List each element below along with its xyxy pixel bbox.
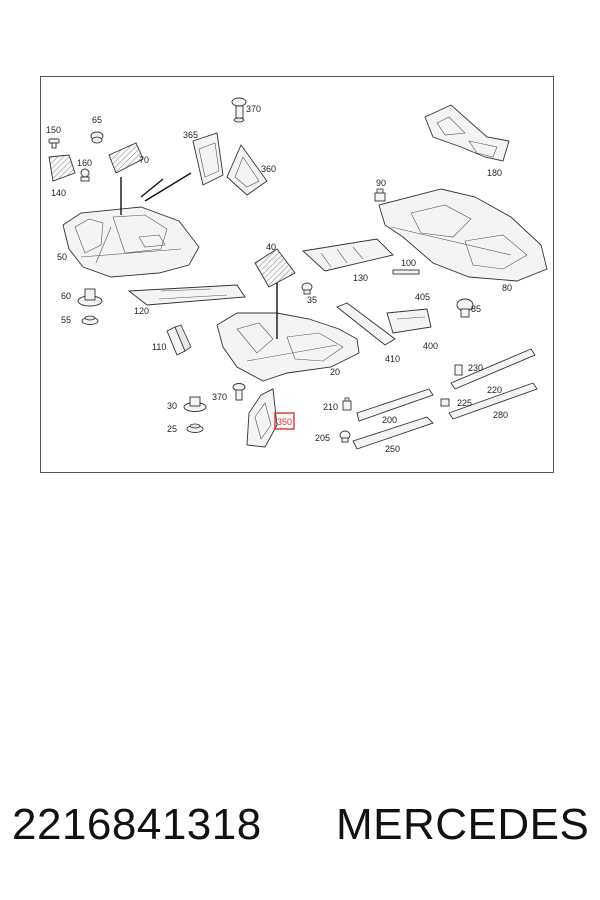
- part-80-rear-floor: [378, 188, 548, 282]
- callout-label: 365: [183, 130, 198, 140]
- leader-line: [140, 178, 164, 198]
- part-220-strip: [450, 348, 536, 390]
- callout-label: 220: [487, 385, 502, 395]
- callout-label: 205: [315, 433, 330, 443]
- callout-label: 200: [382, 415, 397, 425]
- callout-label: 20: [330, 367, 340, 377]
- callout-label: 65: [92, 115, 102, 125]
- leader-line: [144, 172, 192, 202]
- callout-label: 30: [167, 401, 177, 411]
- callout-label: 160: [77, 158, 92, 168]
- part-150-clip: [48, 138, 60, 149]
- callout-label: 400: [423, 341, 438, 351]
- callout-label: 210: [323, 402, 338, 412]
- part-50-front-floor: [62, 206, 200, 278]
- callout-label: 280: [493, 410, 508, 420]
- part-370-pin-top: [231, 97, 247, 123]
- callout-label: 80: [502, 283, 512, 293]
- part-210-clip: [342, 397, 352, 411]
- callout-label: 405: [415, 292, 430, 302]
- callout-label: 110: [152, 342, 166, 352]
- parts-diagram: 150 65 160 70 140 50 370 365 360 40 130 …: [40, 76, 554, 473]
- callout-label: 250: [385, 444, 400, 454]
- parts-diagram-svg: 150 65 160 70 140 50 370 365 360 40 130 …: [46, 97, 548, 454]
- callout-label: 100: [401, 258, 416, 268]
- part-360-panel: [226, 144, 268, 196]
- part-400-bracket: [386, 308, 432, 334]
- part-30-button: [183, 396, 207, 412]
- part-365-panel: [192, 132, 224, 186]
- callout-label: 410: [385, 354, 400, 364]
- part-350-cover: [246, 388, 278, 448]
- highlight-box: [274, 412, 295, 430]
- part-250-strip: [352, 416, 434, 450]
- part-410-bar: [336, 302, 396, 346]
- part-85-plug: [456, 298, 474, 318]
- part-40-pad: [254, 248, 296, 288]
- part-110-block: [166, 324, 192, 356]
- callout-label: 130: [353, 273, 368, 283]
- callout-label: 225: [457, 398, 472, 408]
- callout-label: 370: [212, 392, 227, 402]
- part-100-strip: [392, 269, 420, 275]
- part-200-sill: [356, 388, 434, 422]
- part-35-clip: [301, 282, 313, 295]
- callout-label: 35: [307, 295, 317, 305]
- part-55-button: [81, 315, 99, 325]
- callout-label: 85: [471, 304, 481, 314]
- part-280-strip: [448, 382, 538, 420]
- part-160-clip: [80, 168, 90, 182]
- callout-label: 50: [57, 252, 67, 262]
- callout-label: 25: [167, 424, 177, 434]
- footer: 2216841318 MERCEDES: [0, 800, 600, 870]
- callout-label: 230: [468, 363, 483, 373]
- part-number: 2216841318: [12, 800, 262, 849]
- part-205-clip: [339, 430, 351, 443]
- callout-label-highlighted: 350: [277, 417, 292, 427]
- callout-label: 70: [139, 155, 149, 165]
- callout-label: 90: [376, 178, 386, 188]
- callout-label: 40: [266, 242, 276, 252]
- part-60-button: [77, 288, 103, 307]
- part-230-clip: [454, 364, 463, 376]
- part-25-button: [186, 423, 204, 433]
- part-120-trim: [127, 284, 246, 306]
- brand-name: MERCEDES: [336, 800, 590, 849]
- part-370-pin-bottom: [232, 383, 246, 401]
- part-180-panel: [424, 104, 510, 162]
- callout-label: 370: [246, 104, 261, 114]
- part-130-panel: [302, 238, 394, 272]
- callout-label: 60: [61, 291, 71, 301]
- part-225-clip: [440, 398, 450, 407]
- part-90-clip: [374, 188, 386, 202]
- callout-label: 55: [61, 315, 71, 325]
- callout-label: 150: [46, 125, 61, 135]
- part-140-mat: [48, 154, 76, 182]
- callout-label: 180: [487, 168, 502, 178]
- part-65-nut: [90, 131, 104, 144]
- part-70-insulation: [108, 142, 144, 174]
- callout-label: 140: [51, 188, 66, 198]
- callout-label: 120: [134, 306, 149, 316]
- callout-label: 360: [261, 164, 276, 174]
